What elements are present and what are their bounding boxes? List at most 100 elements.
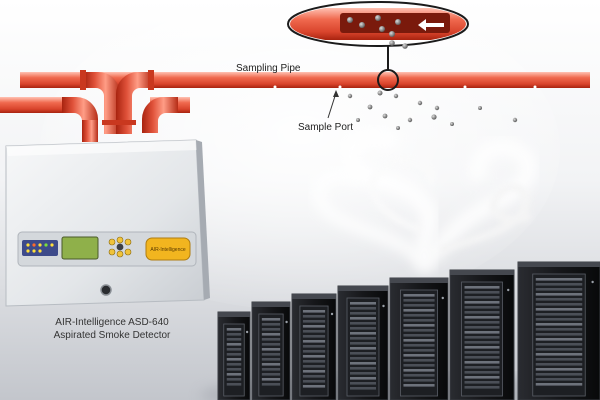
server-unit [226, 358, 242, 361]
server-unit [464, 376, 500, 379]
server-unit [350, 342, 376, 345]
smoke-plume [312, 128, 538, 275]
server-rack-indicator [441, 296, 444, 300]
server-unit [302, 345, 326, 348]
server-unit [535, 323, 583, 326]
server-unit [261, 383, 281, 386]
server-unit [464, 351, 500, 354]
server-racks [217, 261, 600, 400]
server-unit [403, 354, 435, 357]
pipe-elbow-4 [142, 97, 178, 133]
label-sample-port: Sample Port [298, 122, 353, 133]
server-unit [535, 333, 583, 336]
server-unit [350, 312, 376, 315]
server-unit [302, 310, 326, 313]
device-keypad-button [108, 248, 116, 256]
pipe-coupling [148, 70, 154, 90]
device-air-exhaust [100, 284, 112, 296]
server-unit [403, 329, 435, 332]
arrow-left-icon [418, 19, 444, 31]
sampling-pipe-network [0, 70, 590, 142]
sampling-pipe-secondary [0, 97, 70, 113]
server-unit [350, 337, 376, 340]
server-unit [261, 378, 281, 381]
server-unit [302, 335, 326, 338]
server-unit [535, 308, 583, 311]
server-unit [226, 343, 242, 346]
server-unit [464, 371, 500, 374]
server-unit [535, 343, 583, 346]
server-unit [535, 328, 583, 331]
server-unit [464, 341, 500, 344]
smoke-particles [347, 40, 518, 130]
server-unit [226, 373, 242, 376]
server-rack-top [518, 262, 600, 267]
server-rack-indicator [285, 320, 288, 324]
sample-port-hole [273, 85, 277, 89]
device-led [38, 249, 42, 253]
device-brand-badge [145, 237, 191, 261]
server-unit [302, 350, 326, 353]
server-unit [464, 361, 500, 364]
server-unit [535, 293, 583, 296]
server-unit [535, 298, 583, 301]
server-unit [403, 364, 435, 367]
server-unit [350, 382, 376, 385]
device-led [44, 243, 48, 247]
pipe-coupling [80, 70, 86, 90]
server-unit [464, 381, 500, 384]
pipe-drop-1 [82, 120, 98, 142]
server-unit [535, 378, 583, 381]
device-keypad-button [116, 250, 124, 258]
server-unit [226, 368, 242, 371]
server-unit [350, 367, 376, 370]
server-unit [350, 362, 376, 365]
server-unit [302, 385, 326, 388]
device-led [26, 249, 30, 253]
device-led-strip [22, 240, 58, 256]
server-unit [535, 313, 583, 316]
sample-port-hole [533, 85, 537, 89]
device-led [38, 243, 42, 247]
device-display [61, 236, 99, 260]
device-keypad-button [116, 236, 124, 244]
server-rack-door [461, 281, 503, 397]
server-unit [302, 325, 326, 328]
server-unit [403, 309, 435, 312]
device-caption-line2: Aspirated Smoke Detector [54, 330, 171, 341]
server-unit [261, 343, 281, 346]
server-unit [350, 307, 376, 310]
server-rack-indicator [245, 330, 249, 334]
server-unit [535, 373, 583, 376]
server-unit [350, 302, 376, 305]
server-unit [464, 336, 500, 339]
server-unit [302, 375, 326, 378]
server-rack-top [252, 302, 290, 307]
server-unit [261, 363, 281, 366]
server-unit [464, 296, 500, 299]
server-unit [403, 359, 435, 362]
server-unit [403, 369, 435, 372]
pipe-elbow-3 [116, 72, 152, 134]
server-unit [403, 349, 435, 352]
server-unit [464, 286, 500, 289]
server-unit [464, 386, 500, 389]
server-rack-top [450, 270, 514, 275]
server-unit [464, 306, 500, 309]
server-unit [535, 283, 583, 286]
server-unit [464, 316, 500, 319]
server-unit [261, 353, 281, 356]
server-unit [535, 303, 583, 306]
sample-port-hole [463, 85, 467, 89]
device-led [32, 243, 36, 247]
server-rack-indicator [591, 280, 594, 284]
sample-port-leader [327, 92, 337, 119]
server-unit [350, 327, 376, 330]
server-unit [302, 380, 326, 383]
server-unit [464, 301, 500, 304]
server-rack-top [338, 286, 388, 291]
server-unit [403, 379, 435, 382]
device-led [26, 243, 30, 247]
server-unit [302, 365, 326, 368]
